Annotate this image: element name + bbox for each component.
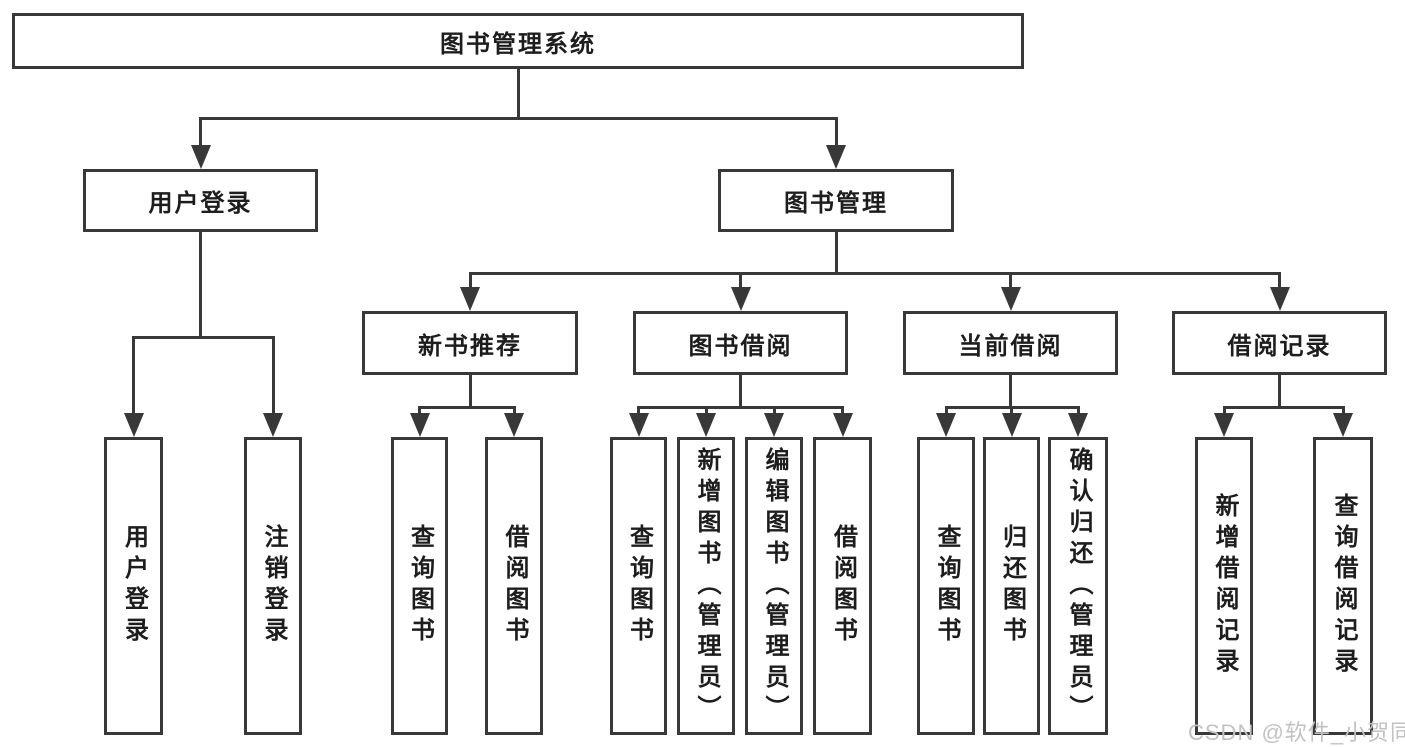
connector-line (468, 272, 472, 293)
connector-line (199, 232, 202, 339)
connector-line (271, 336, 275, 419)
node-label-leaf-confirm-return: 确认归还（管理员） (1065, 446, 1092, 726)
node-label-leaf-borrow-books-2: 借阅图书 (829, 524, 857, 648)
connector-line (841, 406, 844, 419)
connector-line (199, 117, 838, 120)
node-label-leaf-add-borrow-record: 新增借阅记录 (1211, 493, 1238, 679)
node-new-book-recommend: 新书推荐 (362, 311, 578, 375)
node-label-current-borrowing: 当前借阅 (958, 332, 1063, 360)
arrow-down-icon (628, 413, 649, 437)
arrow-down-icon (1269, 287, 1290, 311)
arrow-down-icon (1000, 287, 1021, 311)
node-user-login: 用户登录 (83, 169, 318, 232)
arrow-down-icon (123, 413, 144, 437)
connector-line (199, 117, 202, 151)
node-label-book-management: 图书管理 (784, 190, 888, 217)
arrow-down-icon (190, 145, 211, 169)
connector-line (132, 336, 275, 339)
node-label-leaf-user-login: 用户登录 (120, 524, 148, 648)
watermark: CSDN @软件_小贺同学 (1188, 720, 1405, 745)
node-root: 图书管理系统 (12, 13, 1024, 69)
arrow-down-icon (1214, 413, 1234, 437)
node-leaf-borrow-books-1: 借阅图书 (485, 437, 543, 735)
node-label-leaf-query-borrow-record: 查询借阅记录 (1330, 493, 1357, 679)
connector-line (1009, 375, 1012, 409)
connector-line (1278, 375, 1281, 409)
node-leaf-logout: 注销登录 (244, 437, 302, 735)
connector-line (1222, 406, 1345, 409)
node-label-borrowing-records: 借阅记录 (1227, 332, 1332, 360)
node-leaf-query-books-3: 查询图书 (917, 437, 975, 735)
node-label-leaf-borrow-books-1: 借阅图书 (501, 524, 528, 648)
connector-line (739, 272, 742, 293)
arrow-down-icon (730, 287, 751, 311)
connector-line (418, 406, 516, 409)
arrow-down-icon (764, 413, 784, 437)
connector-line (1009, 272, 1012, 293)
node-leaf-query-books-2: 查询图书 (610, 437, 667, 735)
arrow-down-icon (832, 413, 853, 437)
node-current-borrowing: 当前借阅 (903, 311, 1118, 375)
node-leaf-query-books-1: 查询图书 (391, 437, 448, 735)
node-label-user-login: 用户登录 (148, 190, 253, 217)
node-leaf-add-books-admin: 新增图书（管理员） (677, 437, 735, 735)
connector-line (512, 406, 516, 419)
node-label-book-borrowing: 图书借阅 (688, 332, 793, 360)
connector-line (637, 406, 640, 419)
node-label-leaf-return-books: 归还图书 (998, 524, 1026, 648)
node-label-leaf-add-books-admin: 新增图书（管理员） (693, 446, 720, 726)
node-leaf-return-books: 归还图书 (983, 437, 1040, 735)
connector-line (739, 375, 742, 409)
arrow-down-icon (696, 413, 716, 437)
node-label-leaf-query-books-2: 查询图书 (625, 524, 653, 648)
arrow-down-icon (936, 413, 956, 437)
connector-line (637, 406, 844, 409)
arrow-down-icon (409, 413, 430, 437)
arrow-down-icon (460, 287, 480, 311)
connector-line (468, 375, 472, 409)
connector-line (468, 272, 1281, 275)
node-borrowing-records: 借阅记录 (1172, 311, 1387, 375)
node-leaf-user-login: 用户登录 (104, 437, 163, 735)
connector-line (704, 406, 708, 419)
node-label-leaf-query-books-3: 查询图书 (933, 524, 960, 648)
connector-line (772, 406, 776, 419)
node-leaf-query-borrow-record: 查询借阅记录 (1313, 437, 1373, 735)
connector-line (516, 69, 520, 120)
connector-line (1076, 406, 1080, 419)
arrow-down-icon (1333, 413, 1353, 437)
node-label-root: 图书管理系统 (440, 30, 596, 58)
connector-line (1341, 406, 1345, 419)
connector-line (944, 406, 948, 419)
node-label-leaf-logout: 注销登录 (260, 524, 287, 648)
arrow-down-icon (504, 413, 524, 437)
node-book-borrowing: 图书借阅 (633, 311, 848, 375)
arrow-down-icon (263, 413, 283, 437)
arrow-down-icon (826, 145, 846, 169)
connector-line (418, 406, 421, 419)
connector-line (1222, 406, 1226, 419)
node-label-leaf-query-books-1: 查询图书 (406, 524, 434, 648)
node-label-new-book-recommend: 新书推荐 (418, 332, 522, 360)
node-leaf-confirm-return: 确认归还（管理员） (1048, 437, 1108, 735)
node-leaf-add-borrow-record: 新增借阅记录 (1195, 437, 1253, 735)
node-label-leaf-edit-books-admin: 编辑图书（管理员） (761, 446, 788, 726)
arrow-down-icon (1068, 413, 1088, 437)
connector-line (834, 232, 838, 275)
connector-line (834, 117, 838, 151)
node-leaf-borrow-books-2: 借阅图书 (813, 437, 872, 735)
node-book-management: 图书管理 (718, 169, 954, 232)
arrow-down-icon (1001, 413, 1022, 437)
connector-line (1010, 406, 1013, 419)
connector-line (132, 336, 135, 419)
node-leaf-edit-books-admin: 编辑图书（管理员） (745, 437, 803, 735)
connector-line (1278, 272, 1281, 293)
